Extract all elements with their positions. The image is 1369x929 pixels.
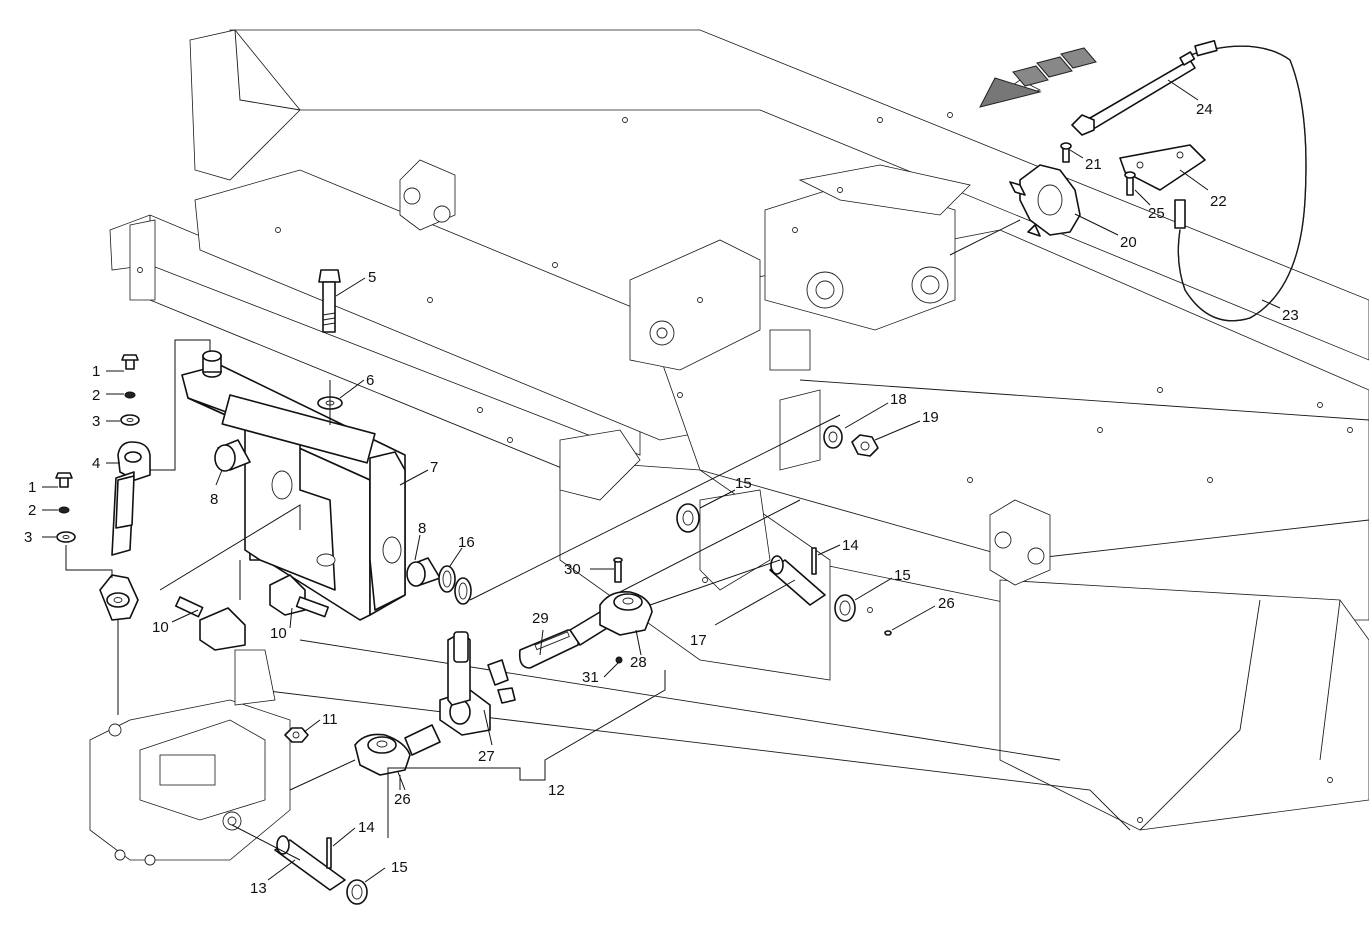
callout-20: 20 xyxy=(1120,234,1137,251)
callout-26b: 26 xyxy=(938,595,955,612)
callout-15b: 15 xyxy=(735,475,752,492)
machine-frame xyxy=(89,29,1369,866)
callout-14a: 14 xyxy=(358,819,375,836)
callout-8b: 8 xyxy=(418,520,426,537)
callout-14b: 14 xyxy=(842,537,859,554)
callout-10b: 10 xyxy=(270,625,287,642)
nut-19 xyxy=(851,434,879,457)
callout-11: 11 xyxy=(322,711,338,728)
travel-direction-arrow-icon xyxy=(979,47,1097,108)
callout-23: 23 xyxy=(1282,307,1299,324)
callout-7: 7 xyxy=(430,459,438,476)
callout-17: 17 xyxy=(690,632,707,649)
callout-1a: 1 xyxy=(92,363,100,380)
callout-5: 5 xyxy=(368,269,376,286)
bolt-10-right xyxy=(269,574,329,618)
callout-6: 6 xyxy=(366,372,374,389)
bolt-10-left xyxy=(174,596,246,651)
bracket-plate-22 xyxy=(1119,144,1206,191)
callout-31: 31 xyxy=(582,669,599,686)
pin-shaft-13 xyxy=(274,835,368,905)
o-rings-16 xyxy=(438,565,472,605)
callout-16: 16 xyxy=(458,534,475,551)
callout-19: 19 xyxy=(922,409,939,426)
adjusting-rod-assembly-12 xyxy=(354,557,653,776)
linkage-rod-assembly xyxy=(55,354,151,621)
washer-15-center xyxy=(676,503,700,533)
callout-4: 4 xyxy=(92,455,100,472)
callout-22: 22 xyxy=(1210,193,1227,210)
callout-3a: 3 xyxy=(92,413,100,430)
callout-labels: 1 2 3 4 1 2 3 5 6 7 8 8 16 10 10 11 12 1… xyxy=(24,101,1299,897)
callout-12: 12 xyxy=(548,782,565,799)
callout-10a: 10 xyxy=(152,619,169,636)
callout-18: 18 xyxy=(890,391,907,408)
callout-21: 21 xyxy=(1085,156,1102,173)
callout-13: 13 xyxy=(250,880,267,897)
callout-30: 30 xyxy=(564,561,581,578)
callout-2b: 2 xyxy=(28,502,36,519)
callout-27: 27 xyxy=(478,748,495,765)
rod-24 xyxy=(1071,51,1196,136)
bushing-8-lower xyxy=(406,557,441,587)
nut-11 xyxy=(284,727,309,743)
bushing-8-upper xyxy=(214,439,251,472)
callout-28: 28 xyxy=(630,654,647,671)
callout-2a: 2 xyxy=(92,387,100,404)
slotted-flange-20 xyxy=(1009,164,1081,237)
callout-26a: 26 xyxy=(394,791,411,808)
cable-23 xyxy=(1174,40,1307,322)
callout-15c: 15 xyxy=(894,567,911,584)
callout-25: 25 xyxy=(1148,205,1165,222)
bolt-5 xyxy=(318,269,341,333)
pin-shaft-17 xyxy=(769,547,892,636)
callout-15a: 15 xyxy=(391,859,408,876)
bolt-21 xyxy=(1060,142,1072,163)
callout-24: 24 xyxy=(1196,101,1213,118)
callout-1b: 1 xyxy=(28,479,36,496)
callout-3b: 3 xyxy=(24,529,32,546)
callout-8a: 8 xyxy=(210,491,218,508)
bolt-25 xyxy=(1124,171,1136,196)
callout-29: 29 xyxy=(532,610,549,627)
mounting-bracket-7 xyxy=(181,350,406,621)
leader-lines xyxy=(42,79,1281,883)
washer-18 xyxy=(823,425,843,449)
